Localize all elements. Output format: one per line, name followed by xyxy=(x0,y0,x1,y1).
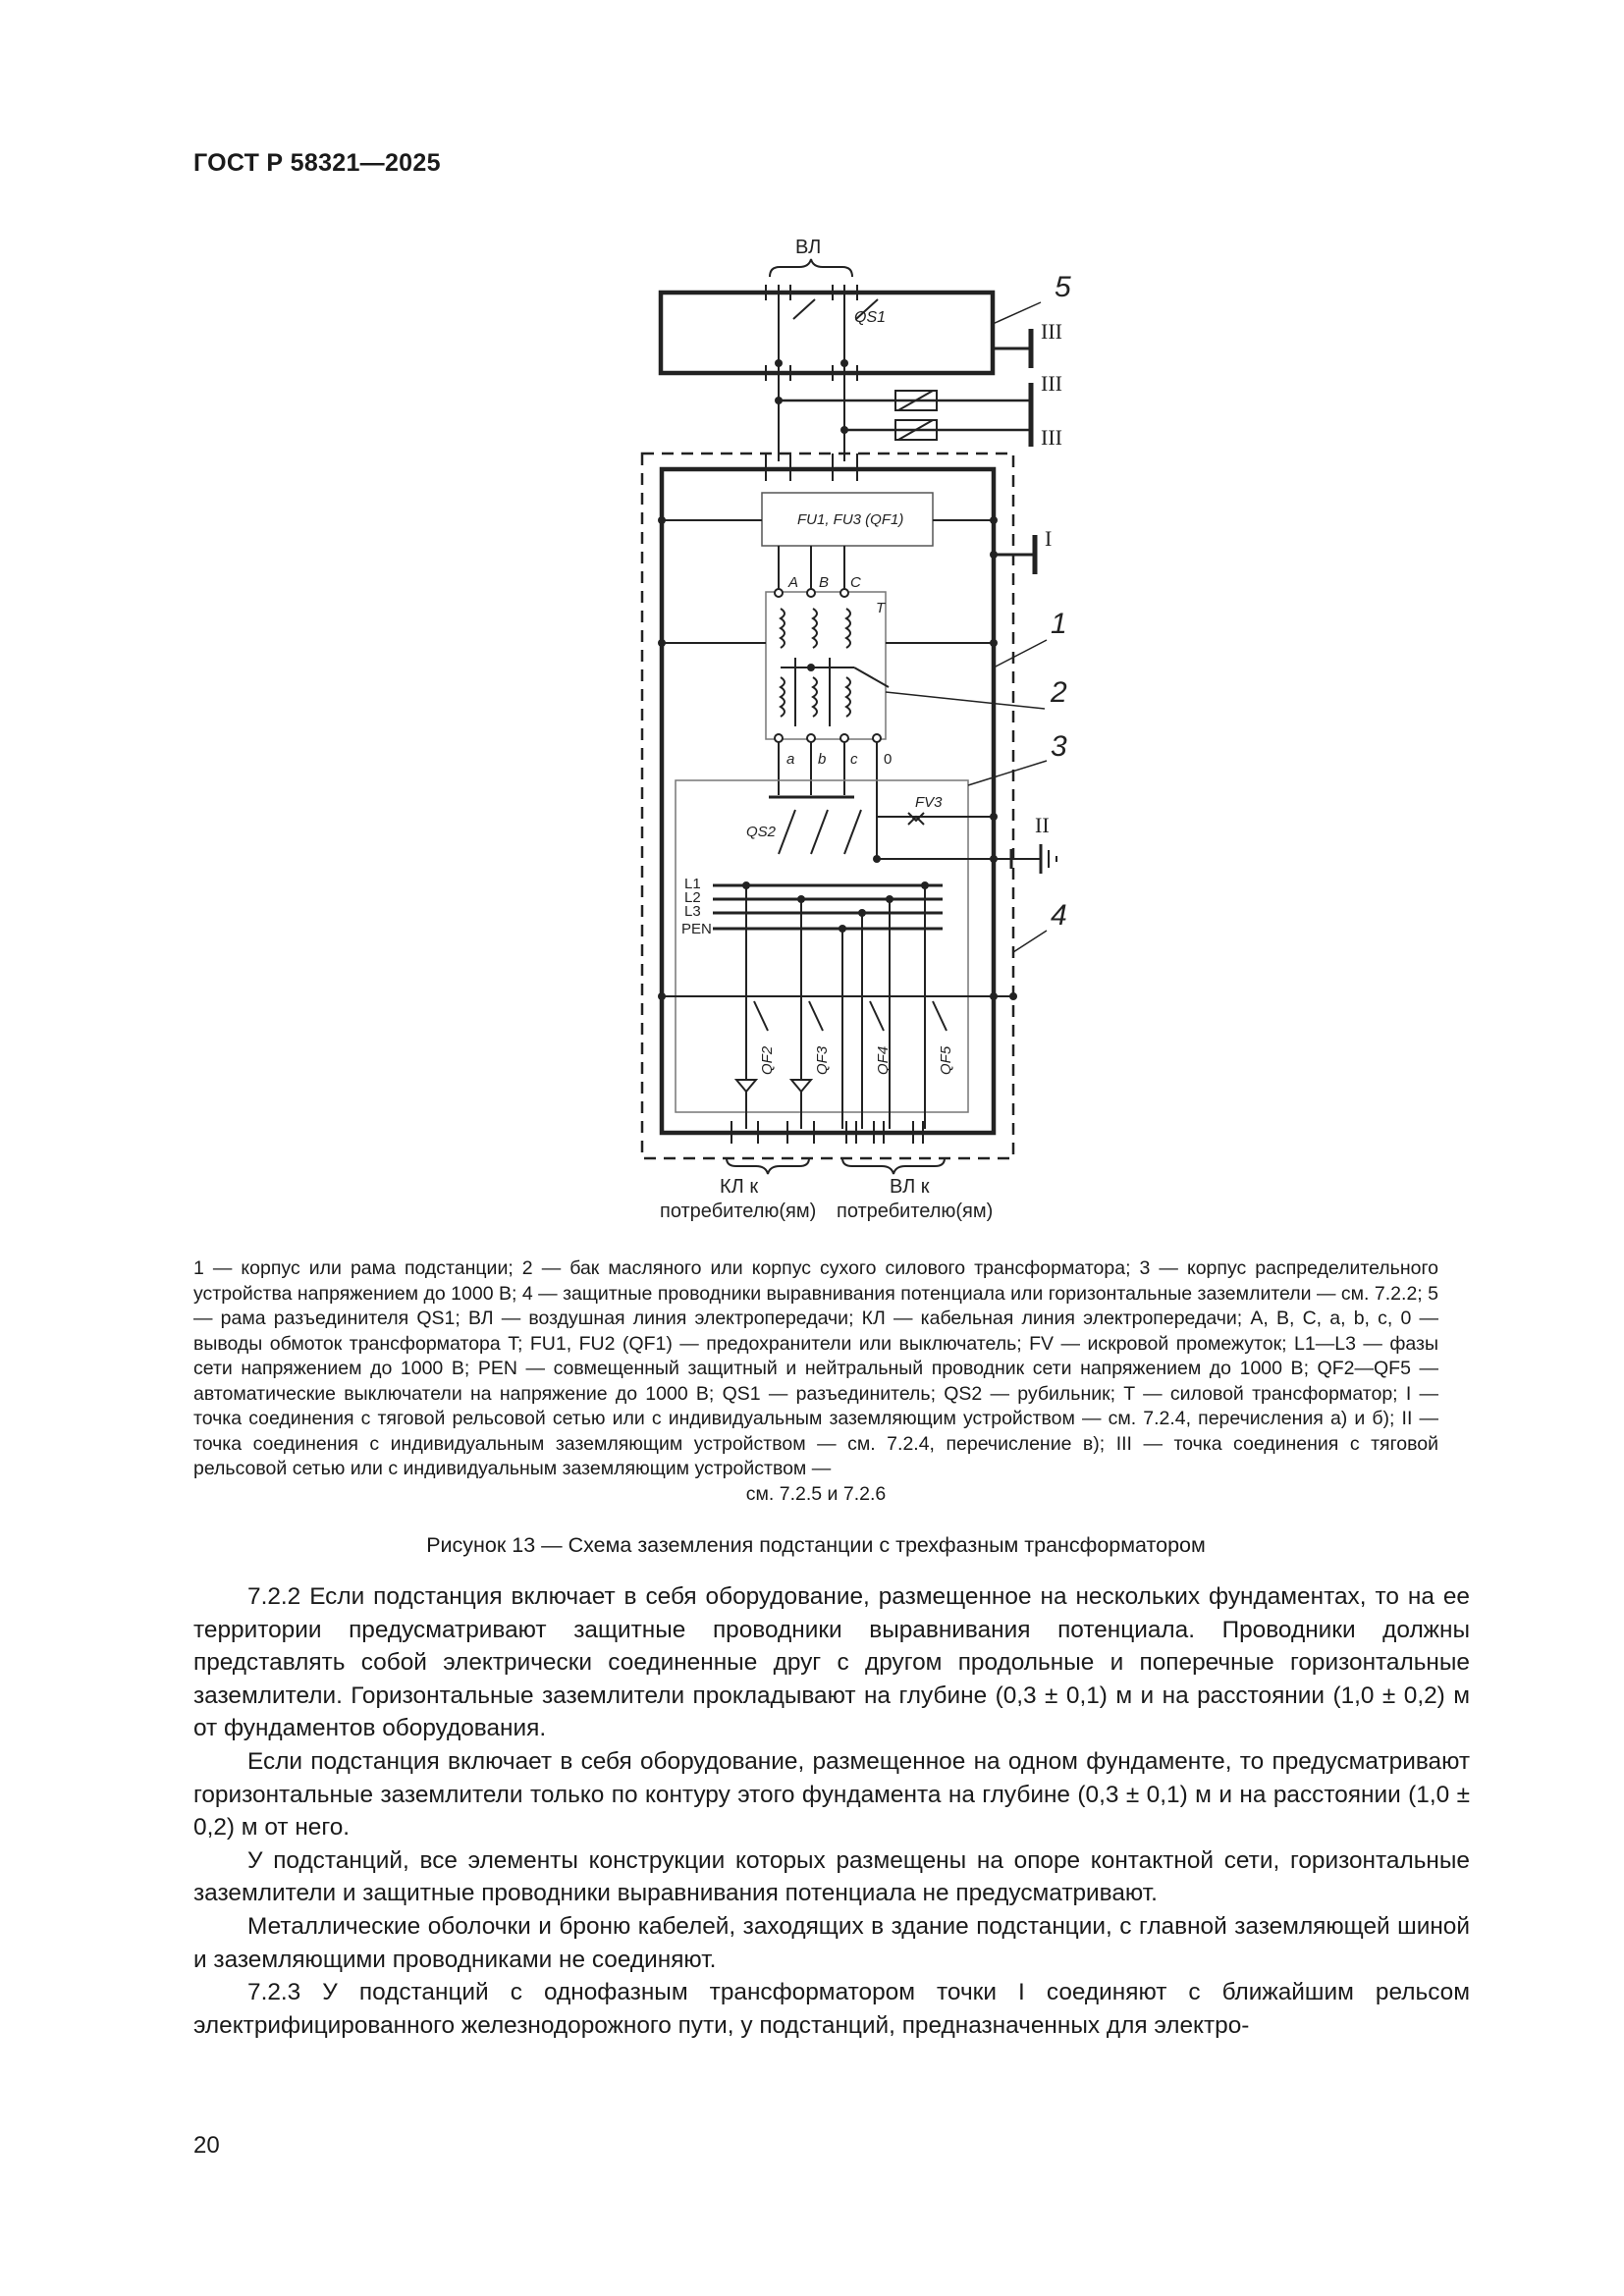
label-transformer: T xyxy=(876,600,887,616)
label-fv3: FV3 xyxy=(915,794,943,811)
label-l1: L1 xyxy=(684,876,701,892)
paragraph-7-2-3: 7.2.3 У подстанций с однофазным трансфор… xyxy=(193,1979,1470,2039)
callout-2: 2 xyxy=(1050,676,1067,709)
callout-1: 1 xyxy=(1051,608,1067,640)
label-low-0: 0 xyxy=(884,751,892,768)
figure-title: Рисунок 13 — Схема заземления подстанции… xyxy=(426,1533,1206,1557)
label-l2: L2 xyxy=(684,889,701,906)
callout-5: 5 xyxy=(1055,271,1071,303)
roman-ii: II xyxy=(1035,813,1050,837)
label-qf4: QF4 xyxy=(875,1046,892,1075)
roman-iii-1: III xyxy=(1041,319,1062,344)
label-qs1: QS1 xyxy=(854,309,886,326)
label-phase-c: C xyxy=(850,574,861,591)
document-header: ГОСТ Р 58321—2025 xyxy=(193,149,441,177)
label-fu: FU1, FU3 (QF1) xyxy=(797,511,903,528)
paragraph-single-foundation: Если подстанция включает в себя оборудов… xyxy=(193,1747,1470,1842)
label-vl-top: ВЛ xyxy=(795,237,821,258)
label-qs2: QS2 xyxy=(746,824,777,840)
body-text: 7.2.2 Если подстанция включает в себя об… xyxy=(193,1580,1470,2042)
paragraph-7-2-2: 7.2.2 Если подстанция включает в себя об… xyxy=(193,1583,1470,1742)
label-vl-bottom-2: потребителю(ям) xyxy=(837,1201,993,1222)
callout-3: 3 xyxy=(1051,730,1067,763)
label-qf3: QF3 xyxy=(814,1045,831,1075)
paragraph-catenary-support: У подстанций, все элементы конструкции к… xyxy=(193,1846,1470,1907)
callout-4: 4 xyxy=(1051,899,1067,932)
grounding-schematic: ВЛ QS1 FU1, FU3 (QF1) A B C T a b c 0 FV… xyxy=(640,237,1071,1222)
label-low-a: a xyxy=(786,751,794,768)
label-pen: PEN xyxy=(681,921,712,937)
label-phase-b: B xyxy=(819,574,829,591)
label-qf2: QF2 xyxy=(759,1045,776,1075)
figure-legend-last-line: см. 7.2.5 и 7.2.6 xyxy=(745,1482,887,1505)
figure-legend: 1 — корпус или рама подстанции; 2 — бак … xyxy=(193,1256,1438,1507)
label-low-c: c xyxy=(850,751,858,768)
roman-iii-2: III xyxy=(1041,371,1062,396)
label-l3: L3 xyxy=(684,903,701,920)
roman-iii-3: III xyxy=(1041,425,1062,450)
label-phase-a: A xyxy=(787,574,798,591)
label-vl-bottom-1: ВЛ к xyxy=(890,1176,930,1198)
label-qf5: QF5 xyxy=(938,1045,954,1075)
paragraph-cable-sheaths: Металлические оболочки и броню кабелей, … xyxy=(193,1912,1470,1973)
figure-legend-text: 1 — корпус или рама подстанции; 2 — бак … xyxy=(193,1257,1438,1479)
page-number: 20 xyxy=(193,2132,220,2159)
label-low-b: b xyxy=(818,751,826,768)
roman-i: I xyxy=(1045,526,1052,551)
label-kl-bottom-2: потребителю(ям) xyxy=(660,1201,816,1222)
label-kl-bottom-1: КЛ к xyxy=(720,1176,758,1198)
